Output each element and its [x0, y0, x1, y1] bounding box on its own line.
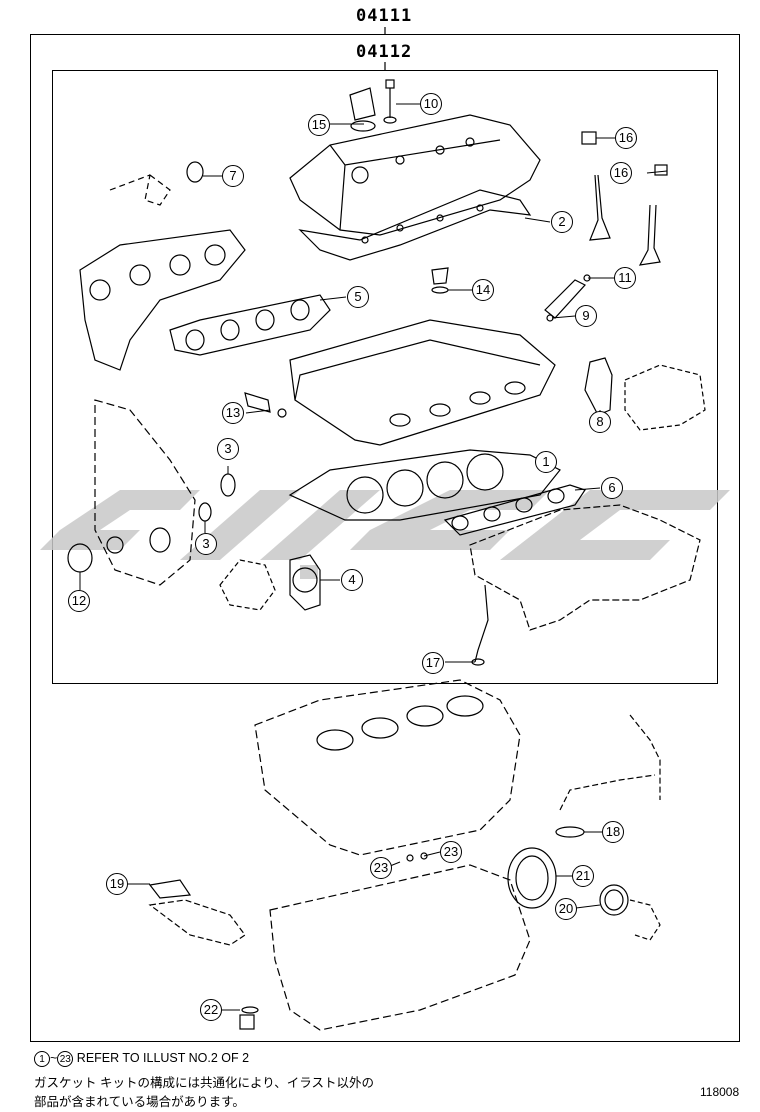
callout-21[interactable]: 21 [572, 865, 594, 887]
range-separator: ~ [50, 1051, 58, 1065]
callout-10[interactable]: 10 [420, 93, 442, 115]
callout-4[interactable]: 4 [341, 569, 363, 591]
callout-5[interactable]: 5 [347, 286, 369, 308]
callout-3[interactable]: 3 [195, 533, 217, 555]
callout-23[interactable]: 23 [440, 841, 462, 863]
range-start-callout: 1 [34, 1050, 50, 1067]
callout-14[interactable]: 14 [472, 279, 494, 301]
cylinder-head [289, 319, 556, 446]
kit-outer-frame [30, 34, 740, 1042]
callout-7[interactable]: 7 [222, 165, 244, 187]
refer-text: REFER TO ILLUST NO.2 OF 2 [76, 1051, 250, 1065]
callout-20[interactable]: 20 [555, 898, 577, 920]
exhaust-manifold-gasket [169, 294, 331, 356]
head-cover-gasket [298, 189, 532, 261]
jp-note-line-2: 部品が含まれている場合があります。 [34, 1095, 245, 1109]
callout-17[interactable]: 17 [422, 652, 444, 674]
callout-6[interactable]: 6 [601, 477, 623, 499]
callout-16[interactable]: 16 [610, 162, 632, 184]
jp-note-line-1: ガスケット キットの構成には共通化により、イラスト以外の [34, 1076, 374, 1090]
callout-1[interactable]: 1 [535, 451, 557, 473]
refer-note: 1~23 REFER TO ILLUST NO.2 OF 2 [34, 1049, 249, 1067]
callout-2[interactable]: 2 [551, 211, 573, 233]
oil-pan [269, 864, 531, 1031]
callout-12[interactable]: 12 [68, 590, 90, 612]
callout-9[interactable]: 9 [575, 305, 597, 327]
callout-15[interactable]: 15 [308, 114, 330, 136]
timing-chain-cover [94, 399, 196, 586]
intake-manifold-gasket [443, 484, 586, 536]
callout-8[interactable]: 8 [589, 411, 611, 433]
callout-16[interactable]: 16 [615, 127, 637, 149]
sub-kit-inner-frame [52, 70, 718, 684]
callout-13[interactable]: 13 [222, 402, 244, 424]
cylinder-block [254, 679, 521, 856]
range-end-callout: 23 [57, 1050, 74, 1067]
kit-code: 04111 [356, 6, 413, 26]
sub-kit-code: 04112 [356, 42, 413, 62]
callout-3[interactable]: 3 [217, 438, 239, 460]
figure-number: 118008 [700, 1085, 740, 1099]
callout-23[interactable]: 23 [370, 857, 392, 879]
exhaust-manifold [79, 229, 246, 371]
cylinder-head-gasket [288, 449, 561, 521]
cylinder-head-cover [289, 114, 541, 236]
callout-18[interactable]: 18 [602, 821, 624, 843]
callout-11[interactable]: 11 [614, 267, 636, 289]
callout-22[interactable]: 22 [200, 999, 222, 1021]
callout-19[interactable]: 19 [106, 873, 128, 895]
intake-manifold [469, 504, 701, 631]
